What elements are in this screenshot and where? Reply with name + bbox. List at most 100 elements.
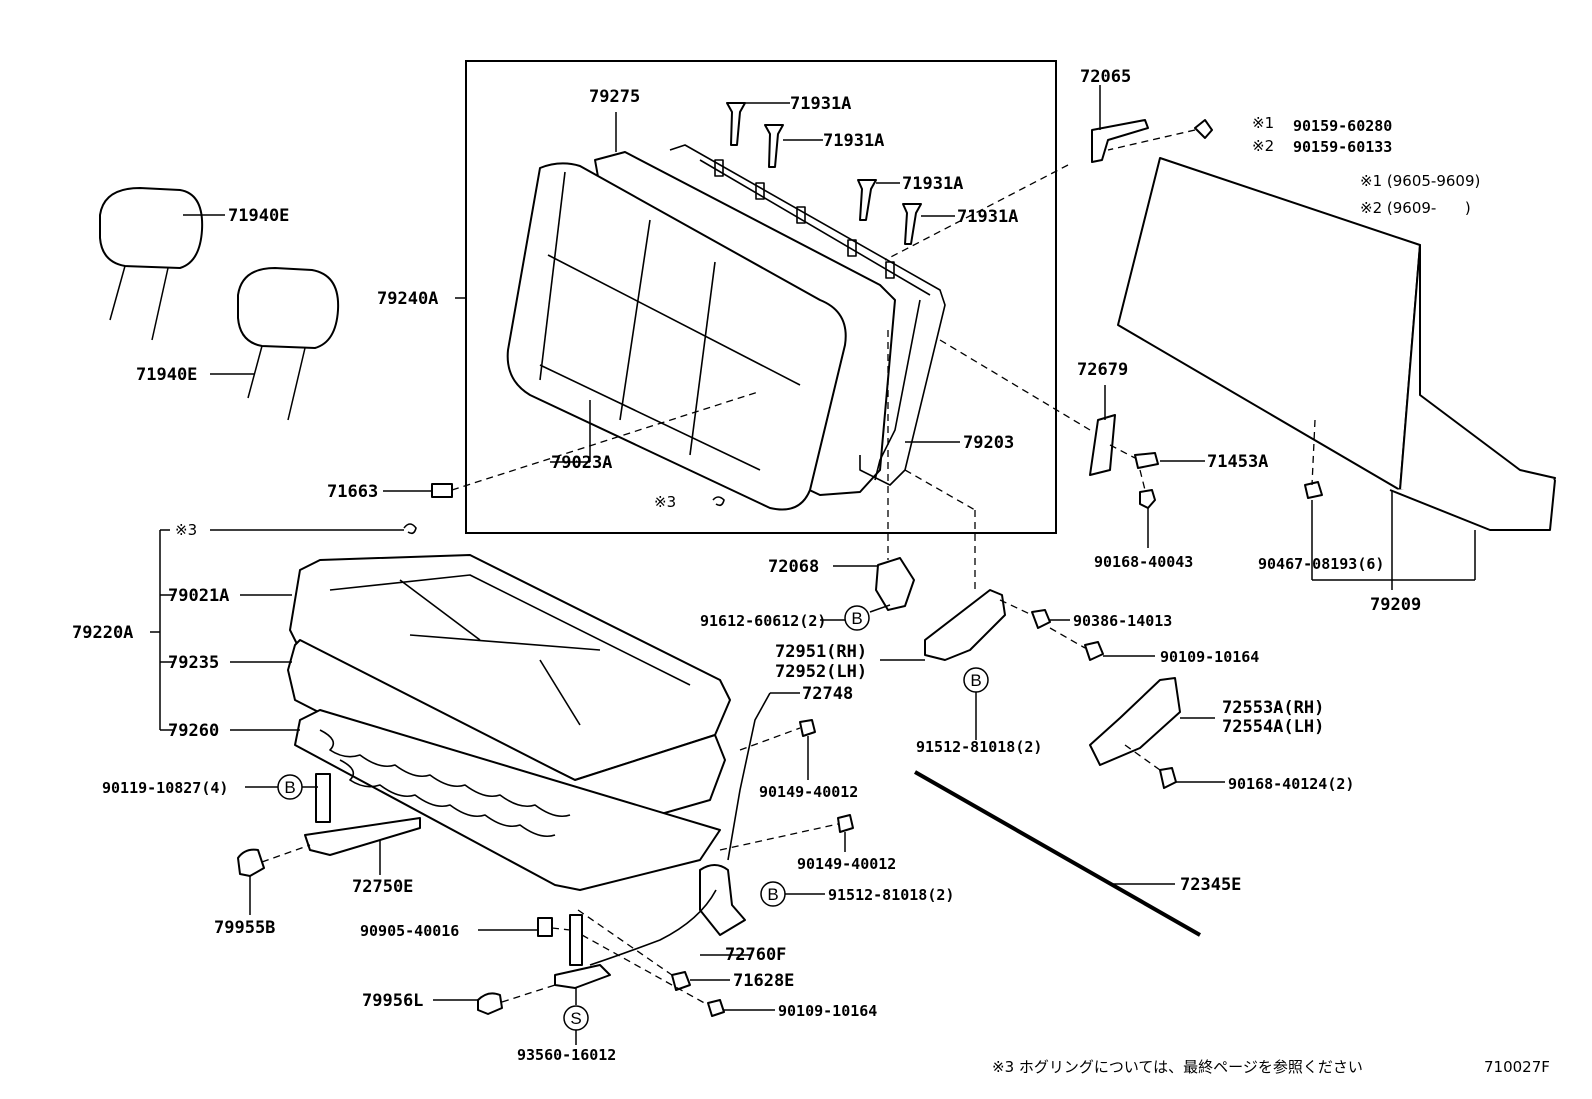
label-90386-14013: 90386-14013 bbox=[1073, 612, 1172, 630]
footnote-hog-ring: ※3 ホグリングについては、最終ページを参照ください bbox=[992, 1058, 1363, 1076]
circle-b-3-icon: B bbox=[277, 774, 303, 800]
label-72554a: 72554A(LH) bbox=[1222, 717, 1324, 737]
label-71931a-3: 71931A bbox=[902, 174, 963, 194]
cap-71663-drawing bbox=[431, 483, 453, 498]
bracket-72065-drawing bbox=[1091, 119, 1213, 163]
svg-text:S: S bbox=[570, 1009, 581, 1028]
label-90149-40012-a: 90149-40012 bbox=[759, 783, 858, 801]
bolt-90149-a-drawing bbox=[799, 719, 816, 737]
clip-71453a-drawing bbox=[1134, 452, 1159, 469]
label-90168-40043: 90168-40043 bbox=[1094, 553, 1193, 571]
label-71663: 71663 bbox=[327, 482, 378, 502]
label-72952: 72952(LH) bbox=[775, 662, 867, 682]
label-72065: 72065 bbox=[1080, 67, 1131, 87]
dashed-connection-lines bbox=[261, 129, 1316, 1006]
seatback-cushion-drawing bbox=[506, 151, 896, 511]
label-91512-81018-b: 91512-81018(2) bbox=[828, 886, 954, 904]
headrest-1-drawing bbox=[99, 187, 204, 341]
label-72951: 72951(RH) bbox=[775, 642, 867, 662]
note-ref2-part: 90159-60133 bbox=[1293, 138, 1392, 156]
svg-text:B: B bbox=[970, 671, 981, 690]
cover-79955b-drawing bbox=[237, 848, 265, 877]
hog-ring-2-icon bbox=[403, 523, 417, 535]
legend-ref2: ※2 (9609- ) bbox=[1360, 199, 1471, 217]
label-79275: 79275 bbox=[589, 87, 640, 107]
circle-b-1-icon: B bbox=[844, 605, 870, 631]
hinge-cover-72679-drawing bbox=[1089, 414, 1116, 476]
clip-71931a-parts bbox=[726, 102, 922, 245]
label-71931a-2: 71931A bbox=[823, 131, 884, 151]
hinge-72951-drawing bbox=[924, 589, 1006, 661]
rod-72345e-drawing bbox=[914, 770, 1201, 937]
label-90109-10164-b: 90109-10164 bbox=[778, 1002, 877, 1020]
label-71931a-4: 71931A bbox=[957, 207, 1018, 227]
note-ref3-seatback: ※3 bbox=[654, 493, 676, 511]
label-79955b: 79955B bbox=[214, 918, 275, 938]
label-71931a-1: 71931A bbox=[790, 94, 851, 114]
seat-cushion-drawing bbox=[287, 554, 731, 891]
headrest-2-drawing bbox=[237, 267, 340, 421]
seat-leg-72750e-drawing bbox=[304, 773, 421, 856]
nut-90386-drawing bbox=[1031, 609, 1051, 629]
label-71940e-1: 71940E bbox=[228, 206, 289, 226]
circle-b-2-icon: B bbox=[963, 667, 989, 693]
seatback-board-drawing bbox=[1117, 157, 1556, 531]
bolt-90109-a-drawing bbox=[1084, 641, 1104, 661]
bolt-90149-b-drawing bbox=[837, 814, 854, 833]
label-90149-40012-b: 90149-40012 bbox=[797, 855, 896, 873]
circle-s-icon: S bbox=[563, 1005, 589, 1031]
label-79023a: 79023A bbox=[551, 453, 612, 473]
label-71628e: 71628E bbox=[733, 971, 794, 991]
legend-ref1: ※1 (9605-9609) bbox=[1360, 172, 1480, 190]
label-72760f: 72760F bbox=[725, 945, 786, 965]
bracket-72553a-drawing bbox=[1089, 677, 1181, 766]
circle-b-4-icon: B bbox=[760, 881, 786, 907]
label-71453a: 71453A bbox=[1207, 452, 1268, 472]
label-90168-40124: 90168-40124(2) bbox=[1228, 775, 1354, 793]
label-72750e: 72750E bbox=[352, 877, 413, 897]
leader-lines bbox=[150, 85, 1476, 1045]
label-91512-81018-a: 91512-81018(2) bbox=[916, 738, 1042, 756]
label-72345e: 72345E bbox=[1180, 875, 1241, 895]
clip-90905-drawing bbox=[537, 917, 553, 937]
hinge-72068-drawing bbox=[875, 557, 915, 611]
label-90905-40016: 90905-40016 bbox=[360, 922, 459, 940]
diagram-code: 710027F bbox=[1484, 1058, 1550, 1076]
label-72553a: 72553A(RH) bbox=[1222, 698, 1324, 718]
seat-leg-72760f-drawing bbox=[554, 864, 746, 989]
label-79209: 79209 bbox=[1370, 595, 1421, 615]
label-72679: 72679 bbox=[1077, 360, 1128, 380]
svg-text:B: B bbox=[767, 885, 778, 904]
label-79240a: 79240A bbox=[377, 289, 438, 309]
seatback-group-box bbox=[465, 60, 1057, 534]
label-72748: 72748 bbox=[802, 684, 853, 704]
label-93560-16012: 93560-16012 bbox=[517, 1046, 616, 1064]
label-71940e-2: 71940E bbox=[136, 365, 197, 385]
bolt-90168-40124-drawing bbox=[1159, 767, 1177, 789]
note-ref3-seat: ※3 bbox=[175, 521, 197, 539]
label-72068: 72068 bbox=[768, 557, 819, 577]
label-79203: 79203 bbox=[963, 433, 1014, 453]
label-91612-60612: 91612-60612(2) bbox=[700, 612, 826, 630]
cap-71628e-drawing bbox=[671, 971, 691, 991]
note-ref1-mark: ※1 bbox=[1252, 114, 1274, 132]
note-ref1-part: 90159-60280 bbox=[1293, 117, 1392, 135]
note-ref2-mark: ※2 bbox=[1252, 137, 1274, 155]
label-79021a: 79021A bbox=[168, 586, 229, 606]
label-90467-08193: 90467-08193(6) bbox=[1258, 555, 1384, 573]
cover-79956l-drawing bbox=[477, 992, 503, 1015]
svg-text:B: B bbox=[284, 778, 295, 797]
label-79260: 79260 bbox=[168, 721, 219, 741]
hog-ring-1-icon bbox=[712, 496, 725, 507]
label-90119-10827: 90119-10827(4) bbox=[102, 779, 228, 797]
label-79956l: 79956L bbox=[362, 991, 423, 1011]
label-79235: 79235 bbox=[168, 653, 219, 673]
label-90109-10164-a: 90109-10164 bbox=[1160, 648, 1259, 666]
clip-90467-08193-drawing bbox=[1304, 481, 1323, 499]
cable-72748-drawing bbox=[727, 692, 771, 861]
bolt-90109-b-drawing bbox=[707, 999, 725, 1017]
screw-90168-40043-drawing bbox=[1139, 489, 1156, 509]
svg-text:B: B bbox=[851, 609, 862, 628]
label-79220a: 79220A bbox=[72, 623, 133, 643]
